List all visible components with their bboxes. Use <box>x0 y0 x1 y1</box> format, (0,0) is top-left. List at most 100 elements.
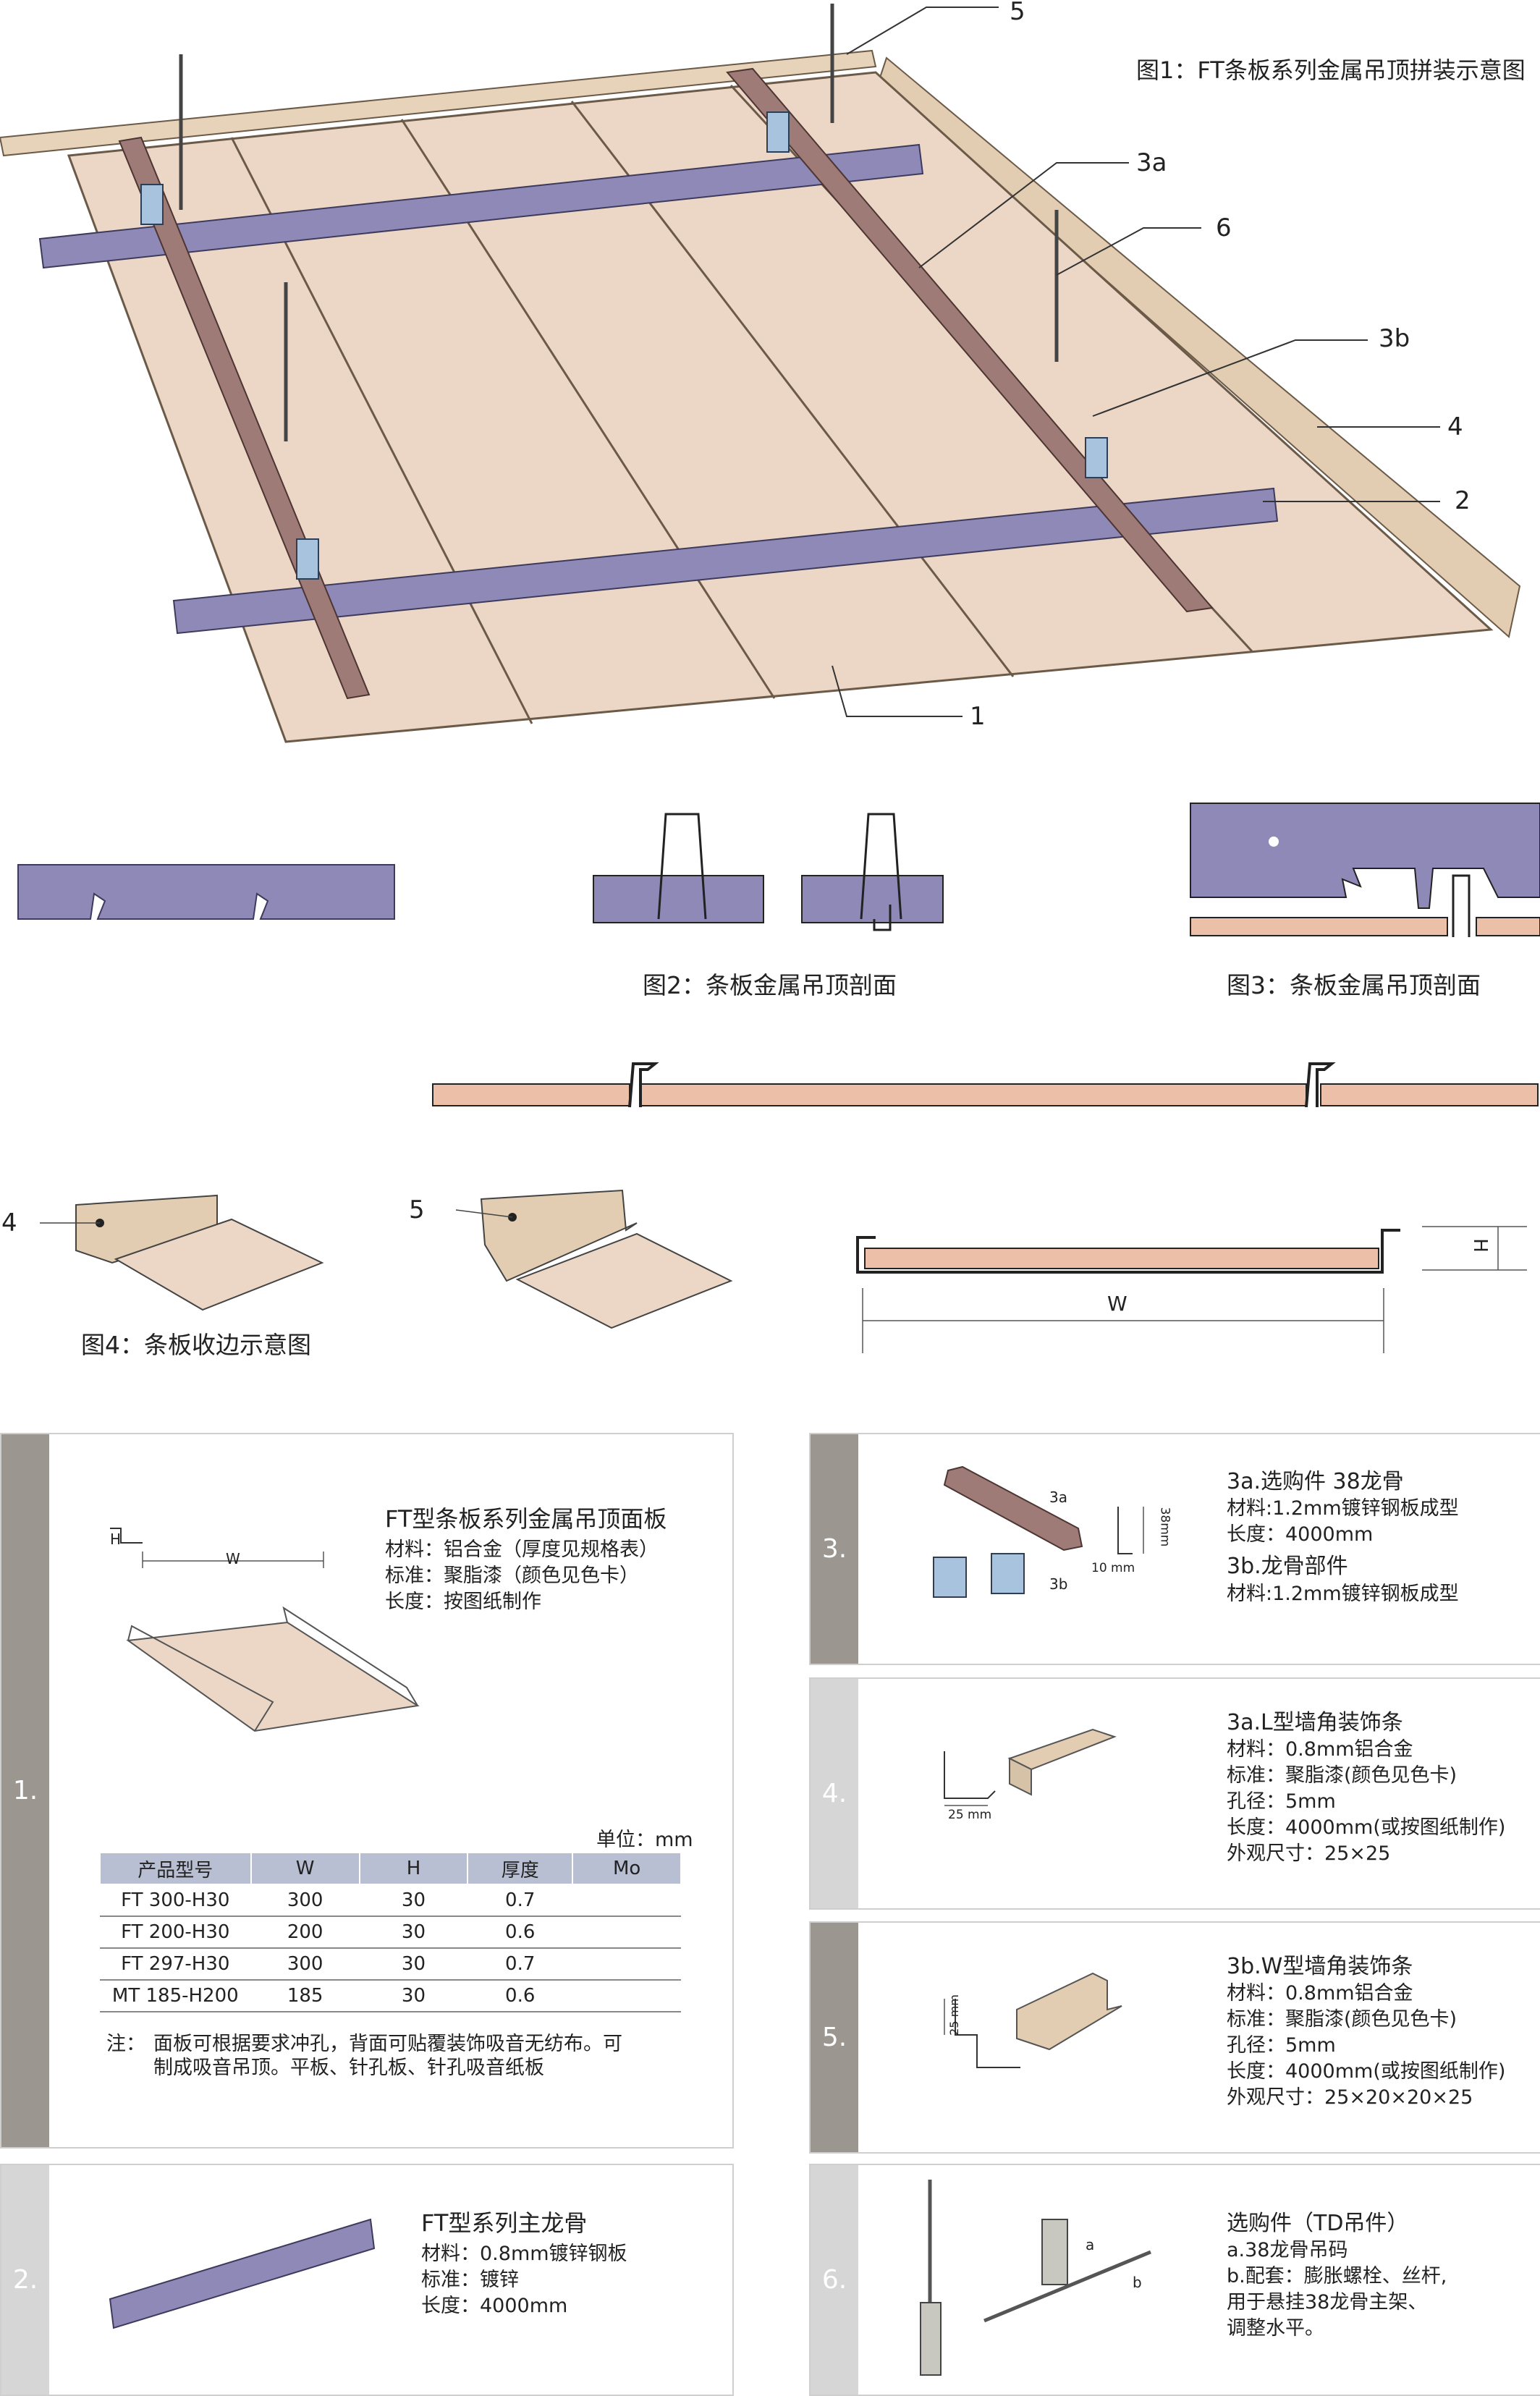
card-2-title: FT型系列主龙骨 <box>421 2209 588 2237</box>
table-row: FT 297-H30 300 30 0.7 <box>100 1948 681 1981</box>
card-6-line-2: a.38龙骨吊码 <box>1227 2239 1348 2261</box>
card-5-drawing <box>944 1972 1122 2068</box>
card-1-line-1: 材料：铝合金（厚度见规格表） <box>385 1538 659 1561</box>
callout-6: 6 <box>1216 213 1232 242</box>
figure-1-title: 图1：FT条板系列金属吊顶拼装示意图 <box>1136 56 1526 84</box>
table-cell: 0.6 <box>468 1980 573 2012</box>
card-channel: 3. 3a 3b 38mm 10 mm 3a.选购件 38龙骨 材料:1.2mm… <box>809 1433 1540 1665</box>
spec-table: 产品型号 W H 厚度 Mo FT 300-H30 300 30 0.7 FT … <box>99 1852 682 2012</box>
card-hanger: 6. a b 选购件（TD吊件） a.38龙骨吊码 b.配套：膨胀螺栓、丝杆, … <box>809 2164 1540 2396</box>
card-5-dim: 25 mm <box>947 1994 961 2036</box>
col-thickness: 厚度 <box>467 1852 574 1885</box>
table-cell: FT 200-H30 <box>100 1916 251 1949</box>
callout-leaders <box>832 7 1440 717</box>
clips <box>140 111 1108 580</box>
card-4-line-1: 3a.L型墙角装饰条 <box>1227 1710 1403 1735</box>
table-cell: 300 <box>250 1948 360 1981</box>
card-4-line-6: 外观尺寸：25×25 <box>1227 1842 1391 1865</box>
table-cell: MT 185-H200 <box>100 1980 251 2012</box>
card-6-number: 6. <box>811 2165 858 2395</box>
table-row: FT 200-H30 200 30 0.6 <box>100 1916 681 1949</box>
figure-2-caption: 图2：条板金属吊顶剖面 <box>643 971 897 999</box>
table-cell: 200 <box>250 1916 360 1949</box>
callout-3a: 3a <box>1136 148 1167 177</box>
card-2-number: 2. <box>1 2165 49 2395</box>
strip-joint-section <box>432 1062 1539 1108</box>
hanger-rods <box>179 4 1059 441</box>
assembly-drawing <box>0 4 1521 743</box>
spec-table-header: 产品型号 W H 厚度 Mo <box>99 1852 682 1885</box>
section-h-label: H <box>1468 1238 1491 1253</box>
card-4-dim: 25 mm <box>948 1808 992 1822</box>
table-cell: 30 <box>359 1980 468 2012</box>
card-main-runner: 2. FT型系列主龙骨 材料：0.8mm镀锌钢板 标准：镀锌 长度：4000mm <box>0 2164 734 2396</box>
card-3-line-1: 3a.选购件 38龙骨 <box>1227 1469 1404 1494</box>
table-cell <box>572 1884 681 1917</box>
edge-trim-5 <box>455 1189 733 1329</box>
card-5-line-3: 标准：聚脂漆(颜色见色卡) <box>1227 2008 1458 2031</box>
table-row: FT 300-H30 300 30 0.7 <box>100 1884 681 1917</box>
table-cell: 30 <box>359 1884 468 1917</box>
fig3-detail <box>1190 803 1540 937</box>
figure-3-caption: 图3：条板金属吊顶剖面 <box>1227 971 1481 999</box>
card-5-line-2: 材料：0.8mm铝合金 <box>1227 1982 1413 2005</box>
card-3-number: 3. <box>811 1434 858 1664</box>
table-cell: 0.6 <box>468 1916 573 1949</box>
card-4-line-2: 材料：0.8mm铝合金 <box>1227 1738 1413 1761</box>
table-row: MT 185-H200 185 30 0.6 <box>100 1980 681 2012</box>
card-w-trim: 5. 25 mm 3b.W型墙角装饰条 材料：0.8mm铝合金 标准：聚脂漆(颜… <box>809 1921 1540 2154</box>
card-1-drawing <box>110 1528 420 1732</box>
table-cell: FT 297-H30 <box>100 1948 251 1981</box>
card-4-number: 4. <box>811 1679 858 1908</box>
tag-3a: 3a <box>1049 1489 1067 1506</box>
table-cell <box>572 1916 681 1949</box>
table-cell: 300 <box>250 1884 360 1917</box>
card-5-line-6: 外观尺寸：25×20×20×25 <box>1227 2086 1473 2109</box>
col-h: H <box>358 1852 469 1885</box>
card-5-line-4: 孔径：5mm <box>1227 2034 1336 2057</box>
card-panel-spec: 1. H W FT型条板系列金属吊顶面板 材料：铝合金（厚度见规格表） 标准：聚… <box>0 1433 734 2149</box>
main-runner-lower <box>172 487 1279 635</box>
card-3-line-5: 材料:1.2mm镀锌钢板成型 <box>1227 1583 1459 1605</box>
card-3-drawing <box>933 1465 1144 1598</box>
note-line-2: 制成吸音吊顶。平板、针孔板、针孔吸音纸板 <box>153 2057 544 2079</box>
note-line-1: 面板可根据要求冲孔，背面可贴覆装饰吸音无纺布。可 <box>153 2033 622 2055</box>
col-model: 产品型号 <box>99 1852 252 1885</box>
card-3-line-3: 长度：4000mm <box>1227 1523 1374 1546</box>
tag-3b: 3b <box>1049 1575 1068 1593</box>
table-cell: 185 <box>250 1980 360 2012</box>
table-cell <box>572 1980 681 2012</box>
section-drawings <box>17 803 1540 1353</box>
side-wall-trim <box>878 56 1521 638</box>
card-4-line-5: 长度：4000mm(或按图纸制作) <box>1227 1816 1506 1839</box>
card-1-line-2: 标准：聚脂漆（颜色见色卡） <box>385 1565 639 1587</box>
table-cell: 0.7 <box>468 1948 573 1981</box>
note-label: 注： <box>106 2033 145 2055</box>
card-5-line-1: 3b.W型墙角装饰条 <box>1227 1954 1413 1979</box>
callout-2: 2 <box>1455 486 1471 515</box>
table-cell: FT 300-H30 <box>100 1884 251 1917</box>
trim-label-5: 5 <box>409 1195 425 1224</box>
card-5-line-5: 长度：4000mm(或按图纸制作) <box>1227 2060 1506 2083</box>
fig2-section <box>593 813 944 931</box>
card-1-title: FT型条板系列金属吊顶面板 <box>385 1505 667 1533</box>
card-3-line-2: 材料:1.2mm镀锌钢板成型 <box>1227 1497 1459 1520</box>
card-2-line-2: 标准：镀锌 <box>421 2269 519 2291</box>
card-4-line-4: 孔径：5mm <box>1227 1790 1336 1813</box>
card-1-line-3: 长度：按图纸制作 <box>385 1591 541 1613</box>
card-2-line-3: 长度：4000mm <box>421 2295 568 2317</box>
unit-label: 单位：mm <box>596 1829 693 1851</box>
card-6-line-4: 用于悬挂38龙骨主架、 <box>1227 2291 1428 2314</box>
col-w: W <box>250 1852 360 1885</box>
callout-3b: 3b <box>1379 324 1410 353</box>
callout-5: 5 <box>1010 0 1025 26</box>
back-wall-trim <box>0 49 877 157</box>
tag-a: a <box>1086 2236 1095 2253</box>
card-1-number: 1. <box>1 1434 49 2147</box>
edge-trim-4 <box>40 1194 324 1311</box>
dim-38mm: 38mm <box>1157 1507 1172 1547</box>
card-l-trim: 4. 25 mm 3a.L型墙角装饰条 材料：0.8mm铝合金 标准：聚脂漆(颜… <box>809 1677 1540 1910</box>
main-runner-upper <box>38 143 924 269</box>
panel-wh-section <box>856 1226 1527 1353</box>
card-1-dim-w: W <box>226 1550 240 1567</box>
